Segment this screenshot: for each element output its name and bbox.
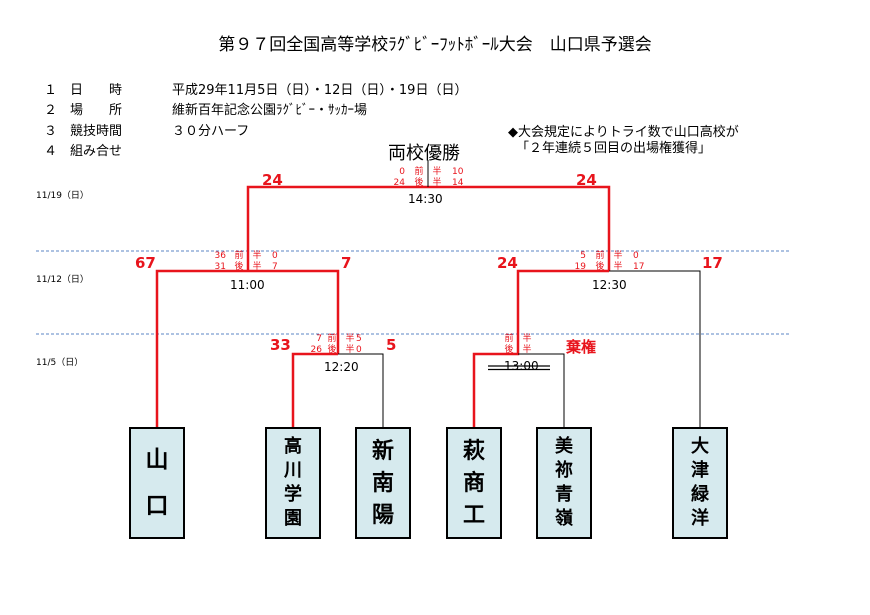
team-char: 緑	[691, 484, 709, 505]
time-semi-left: 11:00	[230, 278, 265, 292]
info-label-2: 場 所	[70, 103, 123, 118]
team-char: 工	[462, 502, 485, 528]
score-r1-left-b: 5	[386, 336, 397, 354]
team-box-hagi-shoko: 萩 商 工	[446, 427, 502, 539]
score-final-right: 24	[576, 171, 597, 189]
date-final: 11/19（日）	[36, 191, 89, 201]
team-char: 新	[371, 438, 394, 464]
info-label-3: 競技時間	[70, 124, 123, 139]
semi-right-second-label: 後 半	[595, 262, 623, 272]
team-char: 津	[691, 460, 709, 481]
team-char: 川	[284, 460, 302, 481]
time-r1-right: 13:00	[504, 359, 539, 373]
team-box-otsu-ryokuyo: 大 津 緑 洋	[672, 427, 728, 539]
info-num-3: ３	[44, 124, 58, 139]
info-label-4: 組み合せ	[70, 144, 123, 159]
time-semi-right: 12:30	[592, 278, 627, 292]
info-num-4: ４	[44, 144, 58, 159]
team-box-yamaguchi: 山 口	[129, 427, 185, 539]
final-first-a: 0	[399, 167, 405, 177]
team-char: 嶺	[555, 508, 573, 529]
semi-left-second-label: 後 半	[234, 262, 262, 272]
team-char: 学	[284, 484, 302, 505]
final-first-label: 前 半	[414, 167, 442, 177]
r1-left-first-b: 5	[356, 334, 362, 344]
score-semi-right-b: 17	[702, 254, 723, 272]
r1-left-second-b: 0	[356, 345, 362, 355]
team-char: 山	[145, 446, 169, 473]
r1-right-loser-line	[518, 353, 565, 427]
semi-left-loser-line	[248, 269, 340, 354]
final-second-a: 24	[393, 178, 405, 188]
semi-right-first-a: 5	[580, 251, 586, 261]
team-char: 美	[555, 436, 573, 457]
team-box-takagawa-gakuen: 高 川 学 園	[265, 427, 321, 539]
team-char: 萩	[462, 438, 485, 464]
semi-left-first-a: 36	[214, 251, 226, 261]
date-first: 11/5（日）	[36, 358, 84, 368]
semi-right-first-label: 前 半	[595, 251, 623, 261]
r1-left-loser-line	[338, 353, 384, 427]
semi-left-first-label: 前 半	[234, 251, 262, 261]
team-char: 陽	[371, 502, 394, 528]
score-final-left: 24	[262, 171, 283, 189]
r1-left-winner-line	[291, 352, 338, 427]
team-char: 青	[555, 484, 573, 505]
info-num-1: １	[44, 83, 58, 98]
team-char: 洋	[691, 508, 709, 529]
r1-left-first-label: 前 半	[327, 334, 355, 344]
r1-right-second-label: 後 半	[504, 345, 532, 355]
score-semi-left-a: 67	[135, 254, 156, 272]
score-semi-left-b: 7	[341, 254, 352, 272]
r1-left-second-label: 後 半	[327, 345, 355, 355]
final-second-label: 後 半	[414, 178, 442, 188]
score-semi-right-a: 24	[497, 254, 518, 272]
team-char: 商	[462, 470, 485, 496]
semi-left-first-b: 0	[272, 251, 278, 261]
note-line-2: 「２年連続５回目の出場権獲得」	[516, 141, 712, 156]
final-right-line	[428, 185, 611, 271]
info-label-1: 日 時	[70, 83, 123, 98]
score-r1-left-a: 33	[270, 336, 291, 354]
team-char: 口	[145, 492, 169, 519]
semi-left-second-b: 7	[272, 262, 278, 272]
semi-left-winner-line	[155, 269, 248, 427]
semi-left-second-a: 31	[214, 262, 226, 272]
info-value-3: ３０分ハーフ	[172, 124, 250, 139]
r1-right-first-label: 前 半	[504, 334, 532, 344]
date-semi: 11/12（日）	[36, 275, 89, 285]
semi-right-loser-line	[609, 270, 701, 427]
semi-right-first-b: 0	[633, 251, 639, 261]
time-r1-left: 12:20	[324, 360, 359, 374]
final-second-b: 14	[452, 178, 464, 188]
team-char: 南	[371, 470, 394, 496]
info-num-2: ２	[44, 103, 58, 118]
r1-left-first-a: 7	[316, 334, 322, 344]
team-box-shinnanyo: 新 南 陽	[355, 427, 411, 539]
team-char: 祢	[555, 460, 573, 481]
page-title: 第９７回全国高等学校ﾗｸﾞﾋﾞｰﾌｯﾄﾎﾞｰﾙ大会 山口県予選会	[218, 35, 652, 55]
final-first-b: 10	[452, 167, 464, 177]
score-r1-right-forfeit: 棄権	[566, 338, 597, 356]
team-char: 大	[691, 436, 709, 457]
info-value-1: 平成29年11月5日（日）・12日（日）・19日（日）	[172, 83, 468, 98]
team-char: 高	[284, 436, 302, 457]
note-line-1: ◆大会規定によりトライ数で山口高校が	[508, 125, 739, 140]
time-final: 14:30	[408, 192, 443, 206]
team-char: 園	[284, 508, 302, 529]
semi-right-second-b: 17	[633, 262, 645, 272]
final-left-line	[246, 185, 428, 271]
r1-left-second-a: 26	[310, 345, 322, 355]
info-value-2: 維新百年記念公園ﾗｸﾞﾋﾞｰ・ｻｯｶｰ場	[172, 103, 368, 118]
champion-label: 両校優勝	[388, 143, 460, 164]
semi-right-second-a: 19	[574, 262, 586, 272]
team-box-mine-seiryo: 美 祢 青 嶺	[536, 427, 592, 539]
